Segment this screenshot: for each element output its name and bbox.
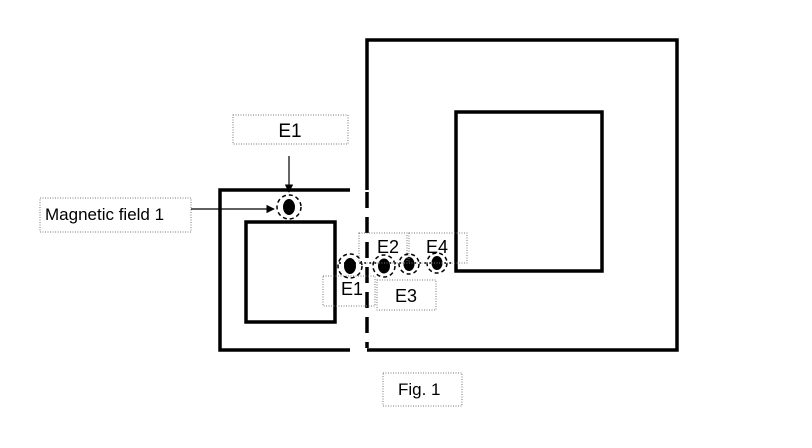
left-core-outer [218,188,350,352]
label-e1-top-text: E1 [278,121,301,142]
figure-caption: Fig. 1 [382,372,463,407]
label-e1-bottom-text: E1 [341,279,363,299]
label-magnetic-field: Magnetic field 1 [39,197,192,233]
label-e2-text: E2 [377,237,399,257]
field-point-e2-dot [378,258,390,274]
field-point-e3-halo [398,253,420,275]
label-e3-text: E3 [395,286,417,306]
figure-caption-box [382,372,463,407]
field-point-e1-halo [337,253,363,279]
label-e3-box [376,279,437,311]
field-point-e1 [337,253,363,279]
field-point-top-dot [283,199,295,215]
label-e4-text: E4 [426,237,448,257]
label-e2-box [358,232,408,264]
field-point-top-halo [276,194,302,220]
label-magnetic-field-text: Magnetic field 1 [45,205,164,224]
field-point-e2 [372,254,396,278]
figure-caption-text: Fig. 1 [398,380,441,399]
label-e3: E3 [376,279,437,311]
field-point-e2-halo [372,254,396,278]
right-core [365,38,679,352]
field-point-e3 [398,253,420,275]
left-core-window [244,220,337,324]
field-point-e1-dot [344,258,356,274]
label-e1-bottom: E1 [322,275,376,307]
left-core [218,188,350,352]
field-point-top [276,194,302,220]
right-core-window [454,110,604,273]
label-e1-bottom-box [322,275,376,307]
label-e1-top: E1 [232,114,349,145]
field-point-e3-dot [403,257,415,271]
label-magnetic-field-box [39,197,192,233]
label-e1-top-box [232,114,349,145]
right-core-outer [365,38,679,352]
label-e4: E4 [408,232,468,264]
label-e4-box [408,232,468,264]
label-e2: E2 [358,232,408,264]
